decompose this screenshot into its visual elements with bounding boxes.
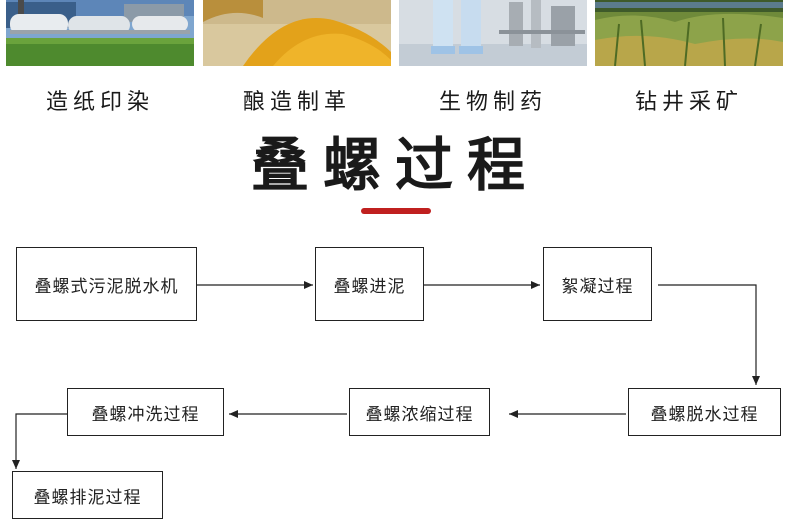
industry-photo-brewing [203, 0, 391, 66]
industry-photo-paper [6, 0, 194, 66]
arrow-6-7 [12, 413, 67, 469]
step-box-thickening: 叠螺浓缩过程 [349, 388, 490, 436]
industry-photo-mining [595, 0, 783, 66]
step-box-discharge: 叠螺排泥过程 [12, 471, 163, 519]
industry-caption: 钻井采矿 [634, 90, 743, 115]
section-title: 叠螺过程 [250, 131, 539, 199]
step-box-dewatering-machine: 叠螺式污泥脱水机 [16, 247, 197, 321]
industry-caption: 酿造制革 [242, 90, 351, 115]
step-box-sludge-inlet: 叠螺进泥 [315, 247, 424, 321]
step-box-dewatering: 叠螺脱水过程 [628, 388, 781, 436]
industry-caption: 生物制药 [438, 90, 547, 115]
title-underline [361, 208, 431, 214]
step-box-flocculation: 絮凝过程 [543, 247, 652, 321]
arrow-3-4 [658, 284, 760, 385]
industry-photo-pharma [399, 0, 587, 66]
step-box-washing: 叠螺冲洗过程 [67, 388, 224, 436]
industry-caption: 造纸印染 [45, 90, 154, 115]
